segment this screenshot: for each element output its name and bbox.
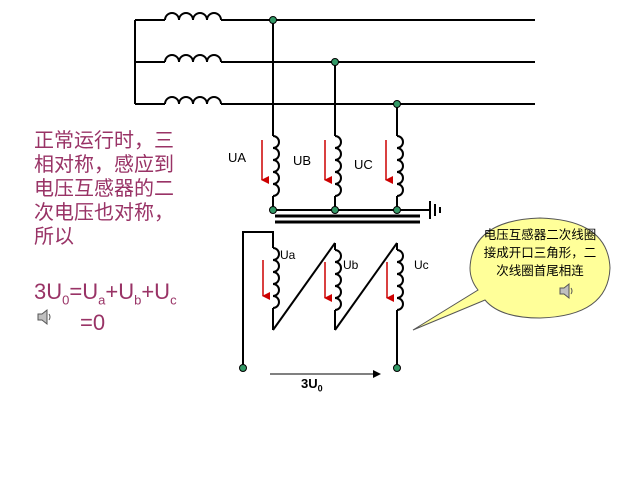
ground-icon — [425, 201, 441, 219]
label-Ub: Ub — [343, 258, 359, 272]
formula-result: =0 — [80, 310, 106, 335]
callout-text: 电压互感器二次线圈接成开口三角形，二次线圈首尾相连 — [483, 227, 597, 278]
explanation-line: 所以 — [34, 224, 74, 248]
secondary-windings — [242, 231, 404, 368]
secondary-voltage-arrows — [262, 260, 394, 302]
open-delta-voltage-label: 3U0 — [301, 376, 323, 394]
callout-bubble — [412, 217, 611, 331]
explanation-line: 电压互感器的二 — [34, 176, 174, 200]
primary-voltage-arrows — [261, 140, 393, 184]
explanation-line: 相对称，感应到 — [34, 152, 174, 176]
zero-sequence-formula: 3U0=Ua+Ub+Uc — [34, 279, 177, 308]
label-UA: UA — [228, 150, 247, 165]
explanation-text: 正常运行时，三 相对称，感应到 电压互感器的二 次电压也对称， 所以 — [34, 128, 220, 248]
transformer-core — [275, 214, 420, 224]
speaker-icon[interactable] — [36, 308, 54, 326]
label-UB: UB — [293, 153, 312, 168]
open-delta-terminals — [239, 364, 401, 372]
speaker-icon[interactable] — [558, 282, 576, 300]
primary-nodes — [269, 16, 401, 214]
primary-windings — [272, 20, 425, 211]
label-Uc: Uc — [414, 258, 429, 272]
label-Ua: Ua — [280, 248, 296, 262]
explanation-line: 次电压也对称， — [34, 200, 174, 224]
explanation-line: 正常运行时，三 — [34, 128, 174, 152]
label-UC: UC — [354, 157, 373, 172]
